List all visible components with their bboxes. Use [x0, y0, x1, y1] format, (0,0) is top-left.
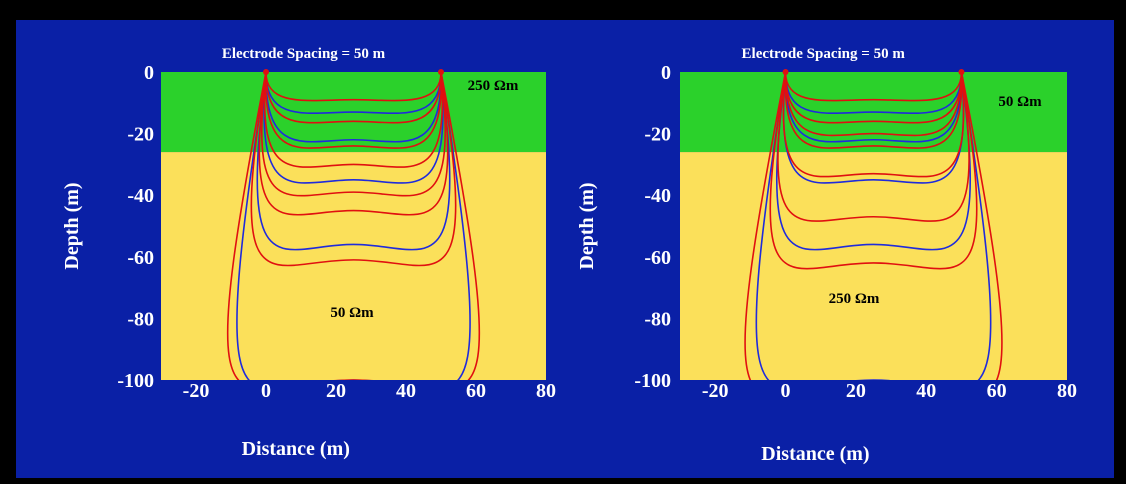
x-tick-label: -20	[702, 380, 729, 402]
electrode-marker	[438, 69, 444, 75]
chart-title: Electrode Spacing = 50 m	[742, 46, 906, 62]
blue-equipotential-line	[256, 72, 451, 251]
x-tick-label: 20	[846, 380, 866, 402]
red-equipotential-line	[784, 72, 963, 102]
figure-panel: 250 Ωm 50 Ωm Electrode Spacing = 50 m 0 -20 -…	[16, 20, 1114, 478]
blue-equipotential-line	[775, 72, 972, 251]
layer-bottom-label: 250 Ωm	[829, 291, 880, 307]
layer-top-label: 250 Ωm	[468, 78, 519, 94]
red-equipotential-line	[777, 72, 970, 222]
red-equipotential-line	[258, 72, 449, 216]
x-tick-label: 20	[326, 380, 346, 402]
electrode-marker	[782, 69, 789, 75]
blue-equipotential-line	[784, 72, 963, 143]
layer-bottom	[680, 152, 1067, 380]
blue-equipotential-line	[782, 72, 965, 184]
x-tick-label: 0	[781, 380, 791, 402]
electrode-marker	[263, 69, 269, 75]
x-axis-label: Distance (m)	[761, 443, 869, 465]
y-tick-label: -40	[644, 185, 671, 207]
red-equipotential-line	[744, 72, 1003, 380]
y-tick-label: -100	[634, 370, 671, 392]
curves-group	[744, 72, 1003, 380]
red-equipotential-line	[261, 72, 446, 197]
x-tick-label: -20	[183, 380, 210, 402]
red-equipotential-line	[784, 72, 963, 137]
red-equipotential-line	[250, 72, 457, 267]
red-equipotential-line	[264, 72, 443, 168]
red-equipotential-line	[265, 72, 442, 149]
y-axis-label: Depth (m)	[576, 182, 598, 269]
blue-equipotential-line	[265, 72, 442, 143]
x-axis-label: Distance (m)	[242, 438, 350, 460]
red-equipotential-line	[782, 72, 965, 178]
y-tick-label: 0	[661, 62, 671, 84]
chart-2: 50 Ωm 250 Ωm Electrode Spacing = 50 m 0 -20 -…	[576, 46, 1077, 465]
y-tick-label: -80	[644, 308, 671, 330]
blue-equipotential-line	[263, 72, 444, 184]
red-equipotential-line	[226, 72, 481, 380]
blue-equipotential-line	[265, 72, 442, 115]
curves-group	[226, 72, 481, 380]
y-tick-label: 0	[144, 62, 154, 84]
blue-equipotential-line	[755, 72, 992, 380]
y-axis-label: Depth (m)	[61, 182, 83, 269]
chart-title: Electrode Spacing = 50 m	[222, 46, 386, 62]
blue-equipotential-line	[784, 72, 963, 115]
x-tick-label: 60	[466, 380, 486, 402]
y-tick-label: -40	[127, 185, 154, 207]
x-tick-label: 60	[987, 380, 1007, 402]
x-tick-label: 80	[1057, 380, 1077, 402]
x-tick-label: 0	[261, 380, 271, 402]
y-tick-label: -80	[127, 308, 154, 330]
y-tick-label: -60	[127, 247, 154, 269]
layer-top-label: 50 Ωm	[998, 94, 1042, 110]
red-equipotential-line	[265, 72, 442, 124]
figure-svg: 250 Ωm 50 Ωm Electrode Spacing = 50 m 0 -20 -…	[61, 46, 1077, 465]
layer-bottom	[161, 152, 546, 380]
blue-equipotential-line	[236, 72, 471, 380]
red-equipotential-line	[769, 72, 978, 270]
red-equipotential-line	[265, 72, 442, 102]
chart-1: 250 Ωm 50 Ωm Electrode Spacing = 50 m 0 -20 -…	[61, 46, 556, 460]
red-equipotential-line	[784, 72, 963, 124]
x-tick-label: 40	[916, 380, 936, 402]
y-tick-label: -60	[644, 247, 671, 269]
y-tick-label: -20	[127, 124, 154, 146]
red-equipotential-line	[784, 72, 963, 149]
y-tick-label: -100	[117, 370, 154, 392]
y-tick-label: -20	[644, 124, 671, 146]
x-tick-label: 40	[396, 380, 416, 402]
x-tick-label: 80	[536, 380, 556, 402]
electrode-marker	[958, 69, 965, 75]
layer-bottom-label: 50 Ωm	[330, 305, 374, 321]
